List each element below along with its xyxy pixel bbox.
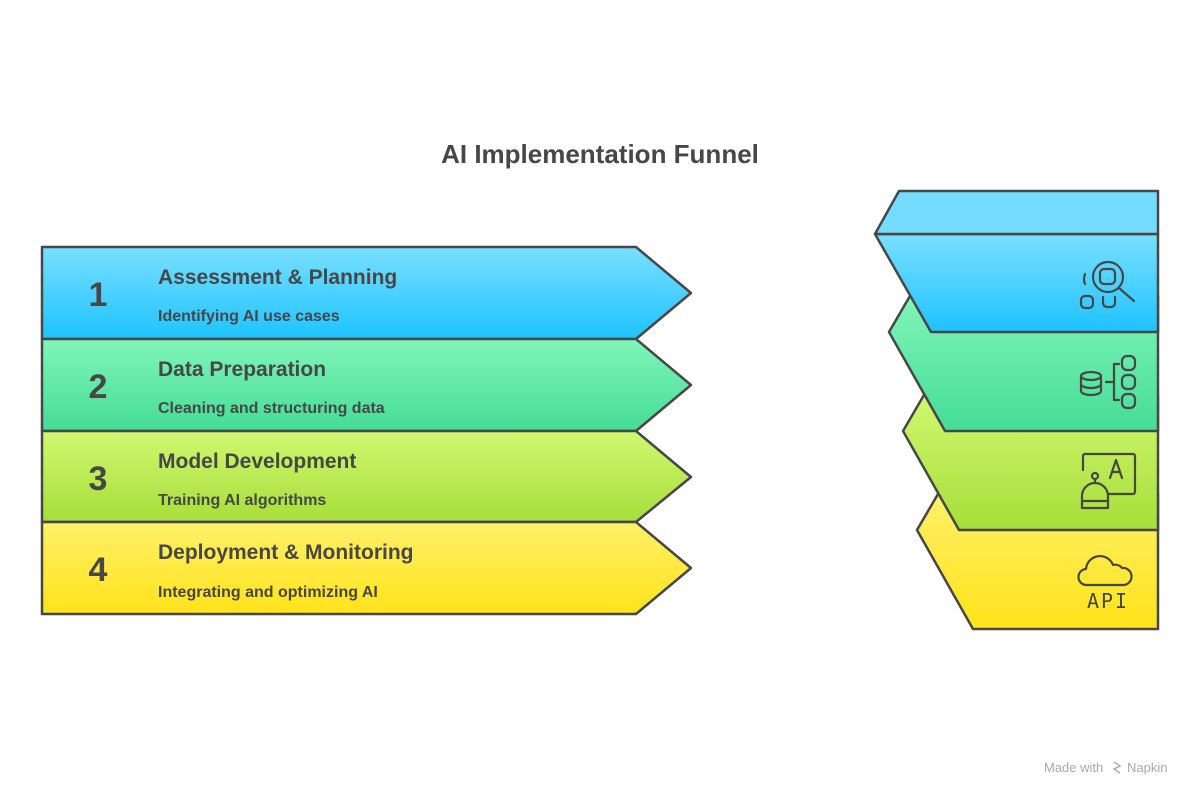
diagram-title: AI Implementation Funnel: [441, 139, 759, 169]
stage-description: Training AI algorithms: [158, 492, 326, 509]
stage-2: 2 Data Preparation Cleaning and structur…: [40, 337, 693, 433]
funnel-graphic: API: [873, 189, 1160, 631]
stage-1: 1 Assessment & Planning Identifying AI u…: [40, 245, 693, 341]
cloud-api-icon: API: [1077, 555, 1133, 613]
stage-arrow: [40, 429, 693, 524]
stage-title: Deployment & Monitoring: [158, 541, 414, 564]
stage-3: 3 Model Development Training AI algorith…: [40, 429, 693, 524]
search-analysis-icon: [1079, 260, 1136, 310]
robot-training-icon: [1080, 452, 1137, 510]
stage-title: Data Preparation: [158, 358, 326, 381]
stage-title: Model Development: [158, 450, 356, 473]
stage-arrow: [40, 337, 693, 433]
credit-brand: Napkin: [1127, 760, 1167, 775]
stage-description: Identifying AI use cases: [158, 308, 340, 325]
api-label: API: [1087, 589, 1129, 613]
stage-arrow: [40, 245, 693, 341]
stage-4: 4 Deployment & Monitoring Integrating an…: [40, 520, 693, 616]
stage-number: 2: [89, 368, 108, 406]
napkin-credit[interactable]: Made with Napkin: [1044, 760, 1167, 775]
stage-title: Assessment & Planning: [158, 266, 397, 289]
stage-number: 1: [89, 276, 108, 314]
stage-description: Cleaning and structuring data: [158, 400, 385, 417]
database-structure-icon: [1079, 354, 1137, 410]
stage-number: 3: [89, 460, 108, 498]
credit-text: Made with: [1044, 760, 1103, 775]
stage-arrow: [40, 520, 693, 616]
stage-description: Integrating and optimizing AI: [158, 584, 378, 601]
napkin-logo-icon: [1112, 761, 1122, 774]
stage-number: 4: [89, 551, 108, 589]
funnel-lid: [873, 189, 1160, 236]
